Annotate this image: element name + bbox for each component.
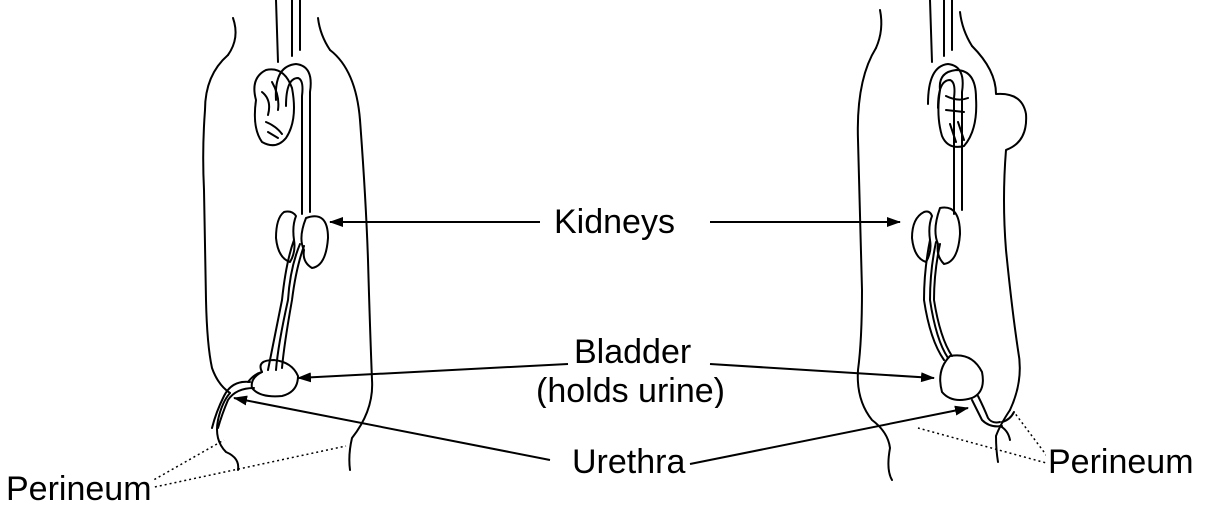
left-kidney-front — [301, 216, 328, 268]
left-figure — [203, 0, 372, 470]
left-heart — [254, 69, 294, 145]
perineum-left-label: Perineum — [4, 472, 154, 506]
right-neck-line — [876, 10, 881, 48]
perineum-left-leader-2 — [150, 446, 346, 488]
bladder-label: Bladder — [572, 335, 693, 369]
right-front-outline — [972, 46, 1026, 410]
bladder-arrow-left — [298, 364, 568, 378]
right-aortic-arch — [928, 64, 963, 210]
urethra-label: Urethra — [570, 445, 687, 479]
kidneys-label: Kidneys — [552, 205, 677, 239]
left-back-outline — [203, 55, 230, 393]
bladder-arrow-right — [710, 364, 934, 378]
left-aortic-arch — [276, 64, 311, 212]
left-great-vessels — [276, 0, 300, 62]
left-bladder — [252, 360, 298, 396]
perineum-left-leader-1 — [150, 440, 224, 482]
left-kidney-rear — [276, 212, 296, 263]
right-figure — [858, 0, 1026, 480]
right-ureter-3 — [930, 242, 948, 358]
right-bladder — [940, 355, 983, 400]
right-heart-detail — [946, 96, 968, 142]
right-kidney-front — [935, 208, 960, 264]
left-ureter-1 — [268, 240, 294, 370]
perineum-right-label: Perineum — [1046, 445, 1196, 479]
right-back-outline — [858, 48, 892, 480]
right-great-vessels — [930, 0, 952, 62]
right-neck-line-2 — [960, 12, 972, 46]
left-urethra-2 — [218, 388, 254, 428]
left-neck-line-2 — [318, 18, 330, 50]
perineum-right-leader-2 — [918, 428, 1050, 464]
urethra-arrow-left — [234, 398, 550, 460]
left-heart-detail — [262, 82, 282, 138]
right-kidney-rear — [912, 212, 932, 263]
bladder-note-label: (holds urine) — [534, 374, 727, 408]
left-front-outline — [330, 50, 372, 470]
urethra-arrow-right — [690, 408, 968, 464]
right-ureter-2 — [934, 244, 952, 356]
left-neck-line — [228, 18, 236, 55]
perineum-right-leader-1 — [1014, 412, 1050, 460]
